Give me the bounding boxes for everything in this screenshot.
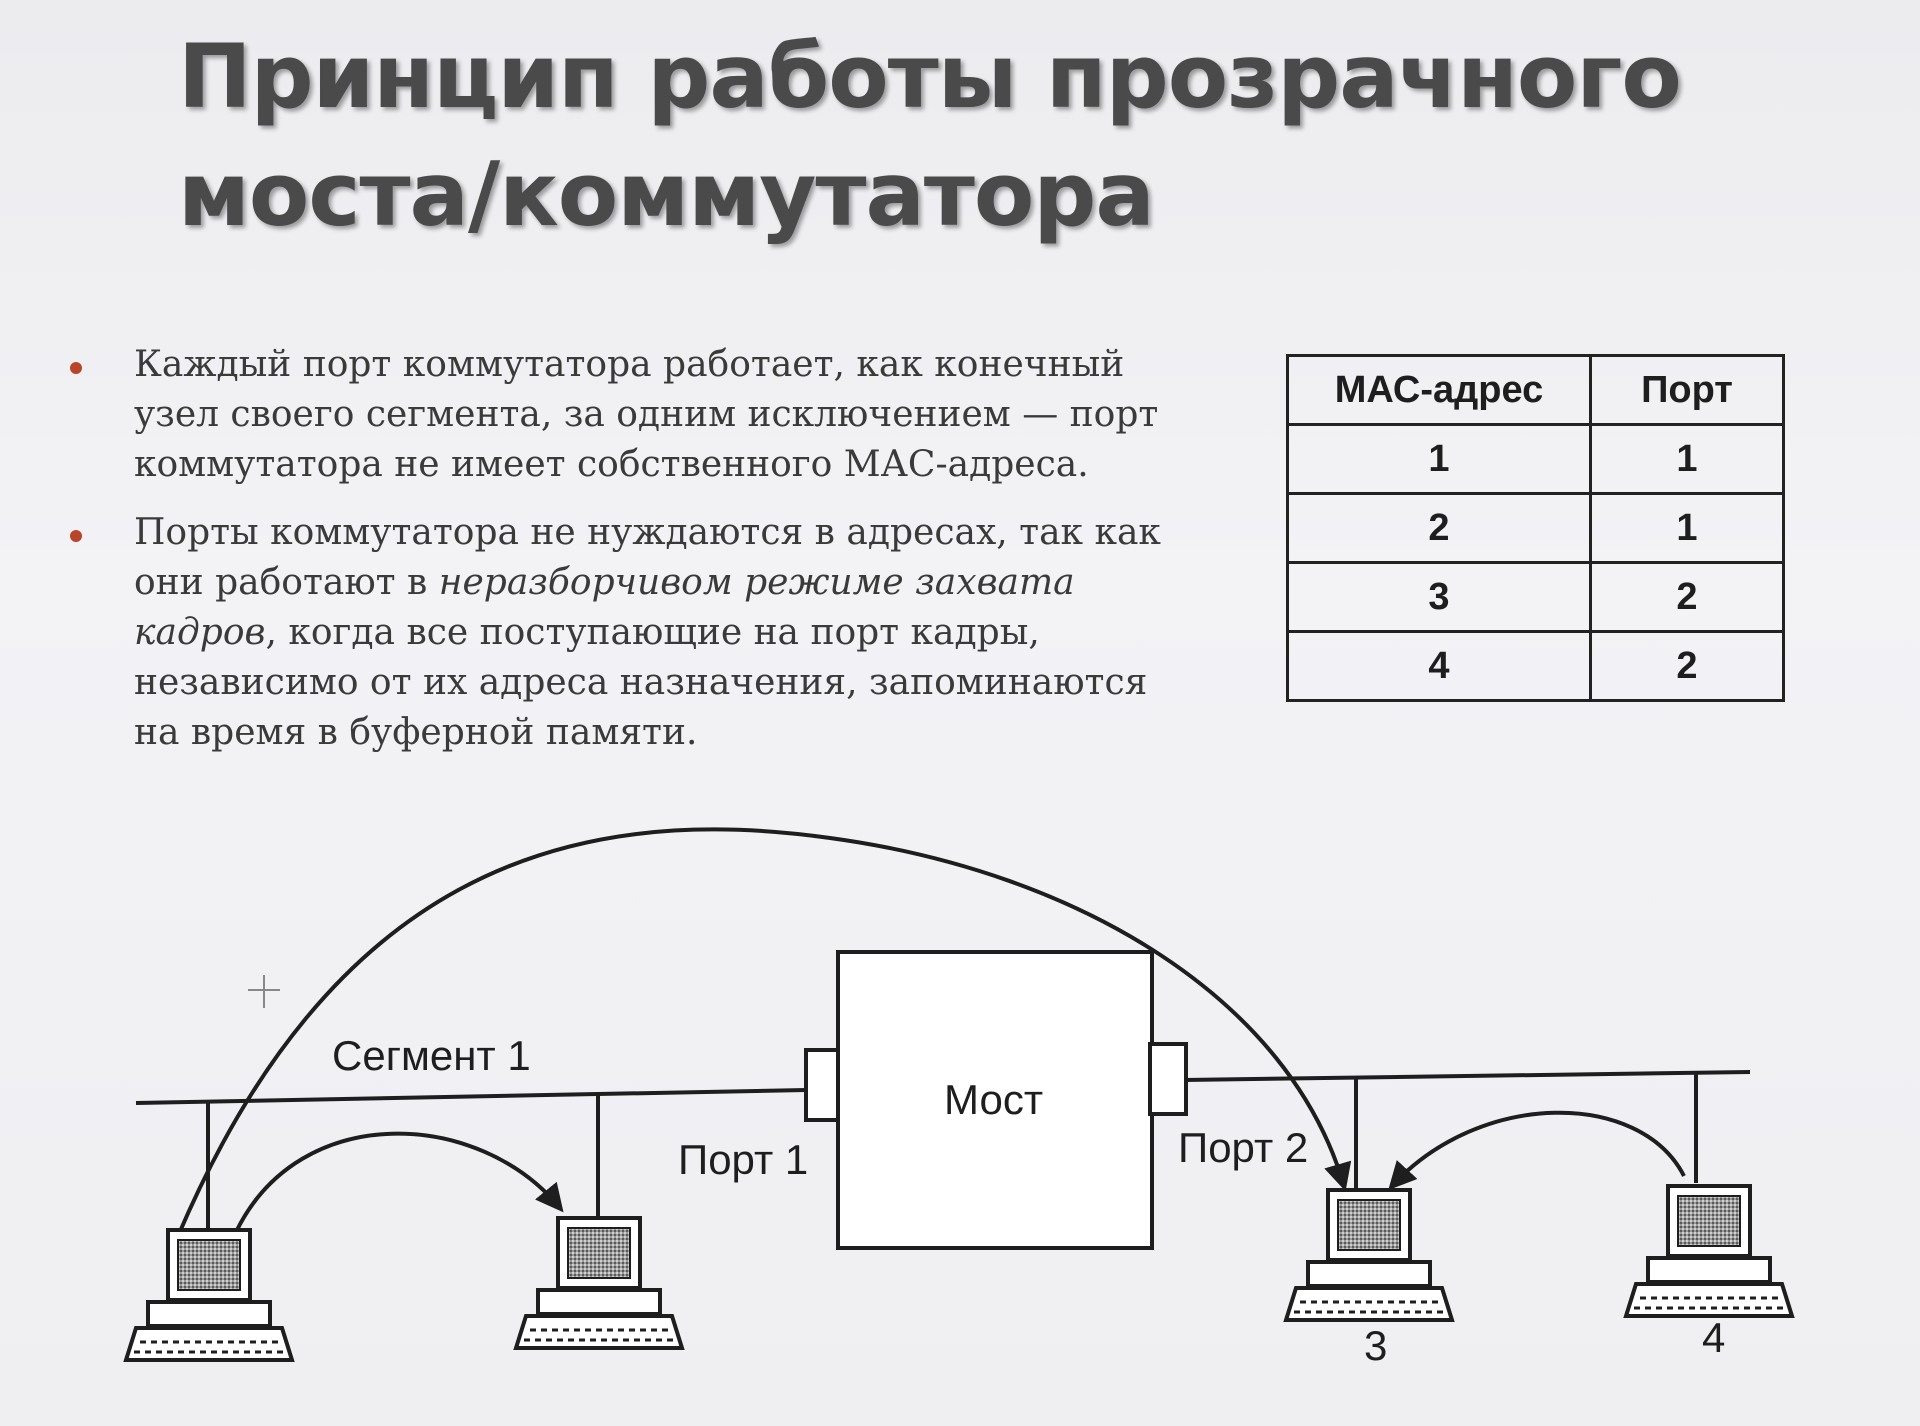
computer-icon: [1284, 1188, 1454, 1322]
title-line-1: Принцип работы прозрачного: [178, 25, 1682, 128]
short-arc-arrow-right: [1388, 1110, 1686, 1191]
cell-mac: 2: [1286, 492, 1592, 564]
cell-mac: 1: [1286, 423, 1592, 495]
port-1-label: Порт 1: [678, 1136, 808, 1183]
header-port: Порт: [1589, 354, 1785, 426]
cell-mac: 4: [1286, 630, 1592, 702]
slide-title: Принцип работы прозрачного моста/коммута…: [178, 18, 1682, 254]
bullet-text-end: , когда все поступающие на порт кадры, н…: [134, 612, 1148, 753]
table-row: 4 2: [1286, 630, 1785, 702]
port-2-box: [1148, 1042, 1188, 1116]
computer-icon: [514, 1216, 684, 1350]
long-arc-arrow: [176, 827, 1352, 1237]
segment-1-bus: [135, 1088, 807, 1105]
segment-1-label: Сегмент 1: [332, 1032, 531, 1079]
table-row: 3 2: [1286, 561, 1785, 633]
mac-table: МАС-адрес Порт 1 1 2 1 3 2 4 2: [1286, 354, 1785, 702]
crosshair-icon: [248, 975, 280, 1008]
mac-table-header-row: МАС-адрес Порт: [1286, 354, 1785, 426]
bullet-text-start: Порты коммутатора не нуждаются в адресах…: [134, 512, 1161, 603]
bullet-text: Каждый порт коммутатора работает, как ко…: [134, 344, 1159, 485]
table-row: 1 1: [1286, 423, 1785, 495]
computer-icon: [1624, 1184, 1794, 1318]
bullet-list: Каждый порт коммутатора работает, как ко…: [70, 340, 1210, 776]
node-4-label: 4: [1702, 1314, 1725, 1361]
cell-port: 2: [1589, 561, 1785, 633]
table-row: 2 1: [1286, 492, 1785, 564]
short-arc-arrow-left: [234, 1131, 564, 1233]
bullet-item: Порты коммутатора не нуждаются в адресах…: [70, 508, 1194, 758]
bullet-dot-icon: [70, 530, 82, 542]
bullet-item: Каждый порт коммутатора работает, как ко…: [70, 340, 1194, 490]
bridge-label: Мост: [944, 1076, 1043, 1123]
header-mac-address: МАС-адрес: [1286, 354, 1592, 426]
cell-port: 2: [1589, 630, 1785, 702]
node-3-label: 3: [1364, 1322, 1387, 1369]
cell-port: 1: [1589, 492, 1785, 564]
segment-2-bus: [1183, 1070, 1751, 1082]
title-line-2: моста/коммутатора: [178, 143, 1155, 246]
computer-icon: [124, 1228, 294, 1362]
cell-port: 1: [1589, 423, 1785, 495]
cell-mac: 3: [1286, 561, 1592, 633]
bullet-text-italic: неразборчивом режиме захвата кадров: [134, 562, 1075, 653]
port-2-label: Порт 2: [1178, 1124, 1308, 1171]
bridge-box: [836, 950, 1154, 1250]
bullet-dot-icon: [70, 362, 82, 374]
